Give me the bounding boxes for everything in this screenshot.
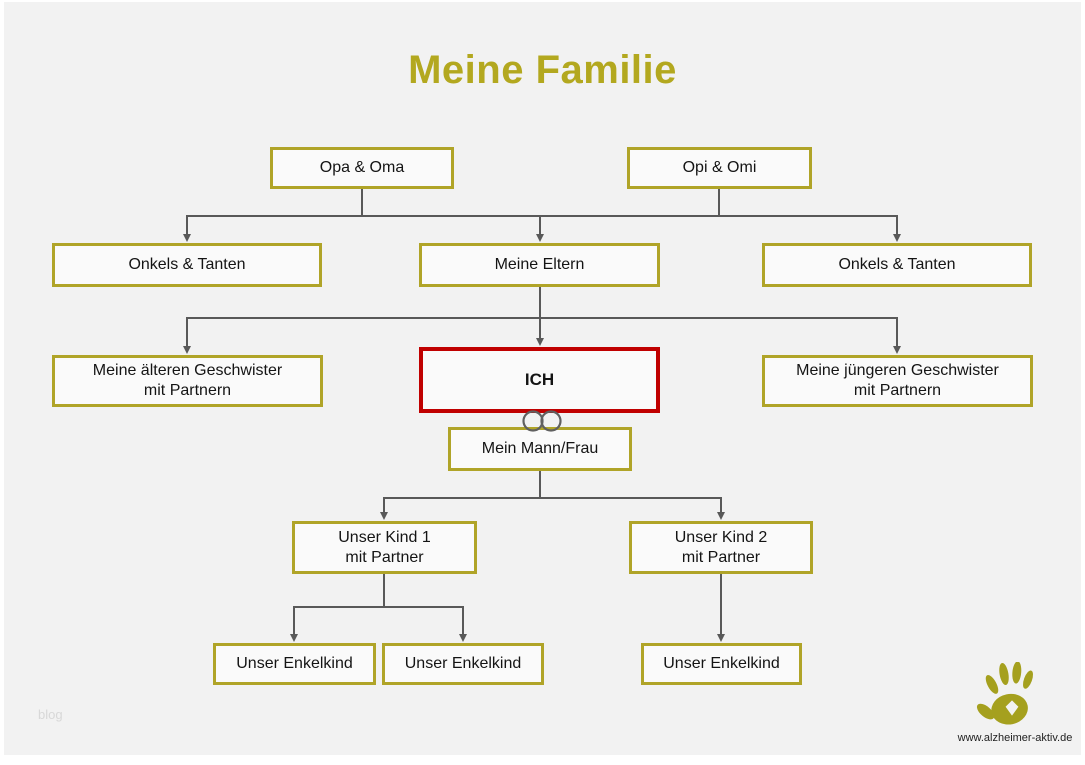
node-onkels-tanten-links: Onkels & Tanten [52,243,322,287]
node-label: Onkels & Tanten [128,256,246,273]
node-label: Opi & Omi [682,159,757,176]
node-label: Opa & Oma [319,159,405,176]
node-label: Meine Eltern [494,256,585,273]
page-title: Meine Familie [408,48,677,92]
node-label: Mein Mann/Frau [481,440,599,457]
website-url: www.alzheimer-aktiv.de [957,732,1073,744]
node-opa-oma: Opa & Oma [270,147,454,189]
node-unser-kind-1: Unser Kind 1 mit Partner [292,521,477,574]
node-label: Meine älteren Geschwister [92,362,283,379]
node-label: Unser Enkelkind [663,655,780,672]
node-label: Unser Kind 2 [674,528,768,546]
node-label: ICH [524,370,555,389]
node-label: Meine jüngeren Geschwister [796,362,999,379]
node-label: mit Partner [681,548,761,566]
node-ich: ICH [419,347,660,413]
node-mein-mann-frau: Mein Mann/Frau [448,427,632,471]
node-unser-enkelkind-1: Unser Enkelkind [213,643,376,685]
node-juengere-geschwister: Meine jüngeren Geschwister mit Partnern [762,355,1033,407]
node-label: Onkels & Tanten [838,256,956,273]
node-meine-eltern: Meine Eltern [419,243,660,287]
node-opi-omi: Opi & Omi [627,147,812,189]
blog-watermark: blog [38,707,63,722]
node-label: mit Partnern [853,382,942,399]
node-label: Unser Enkelkind [404,655,522,672]
handprint-logo-icon [976,662,1033,725]
node-label: mit Partner [345,548,424,566]
node-label: mit Partnern [143,382,232,399]
wedding-rings-icon [522,410,562,432]
node-onkels-tanten-rechts: Onkels & Tanten [762,243,1032,287]
node-label: Unser Enkelkind [236,655,353,672]
node-unser-enkelkind-2: Unser Enkelkind [382,643,544,685]
node-unser-enkelkind-3: Unser Enkelkind [641,643,802,685]
node-unser-kind-2: Unser Kind 2 mit Partner [629,521,813,574]
node-label: Unser Kind 1 [338,528,431,546]
node-aeltere-geschwister: Meine älteren Geschwister mit Partnern [52,355,323,407]
